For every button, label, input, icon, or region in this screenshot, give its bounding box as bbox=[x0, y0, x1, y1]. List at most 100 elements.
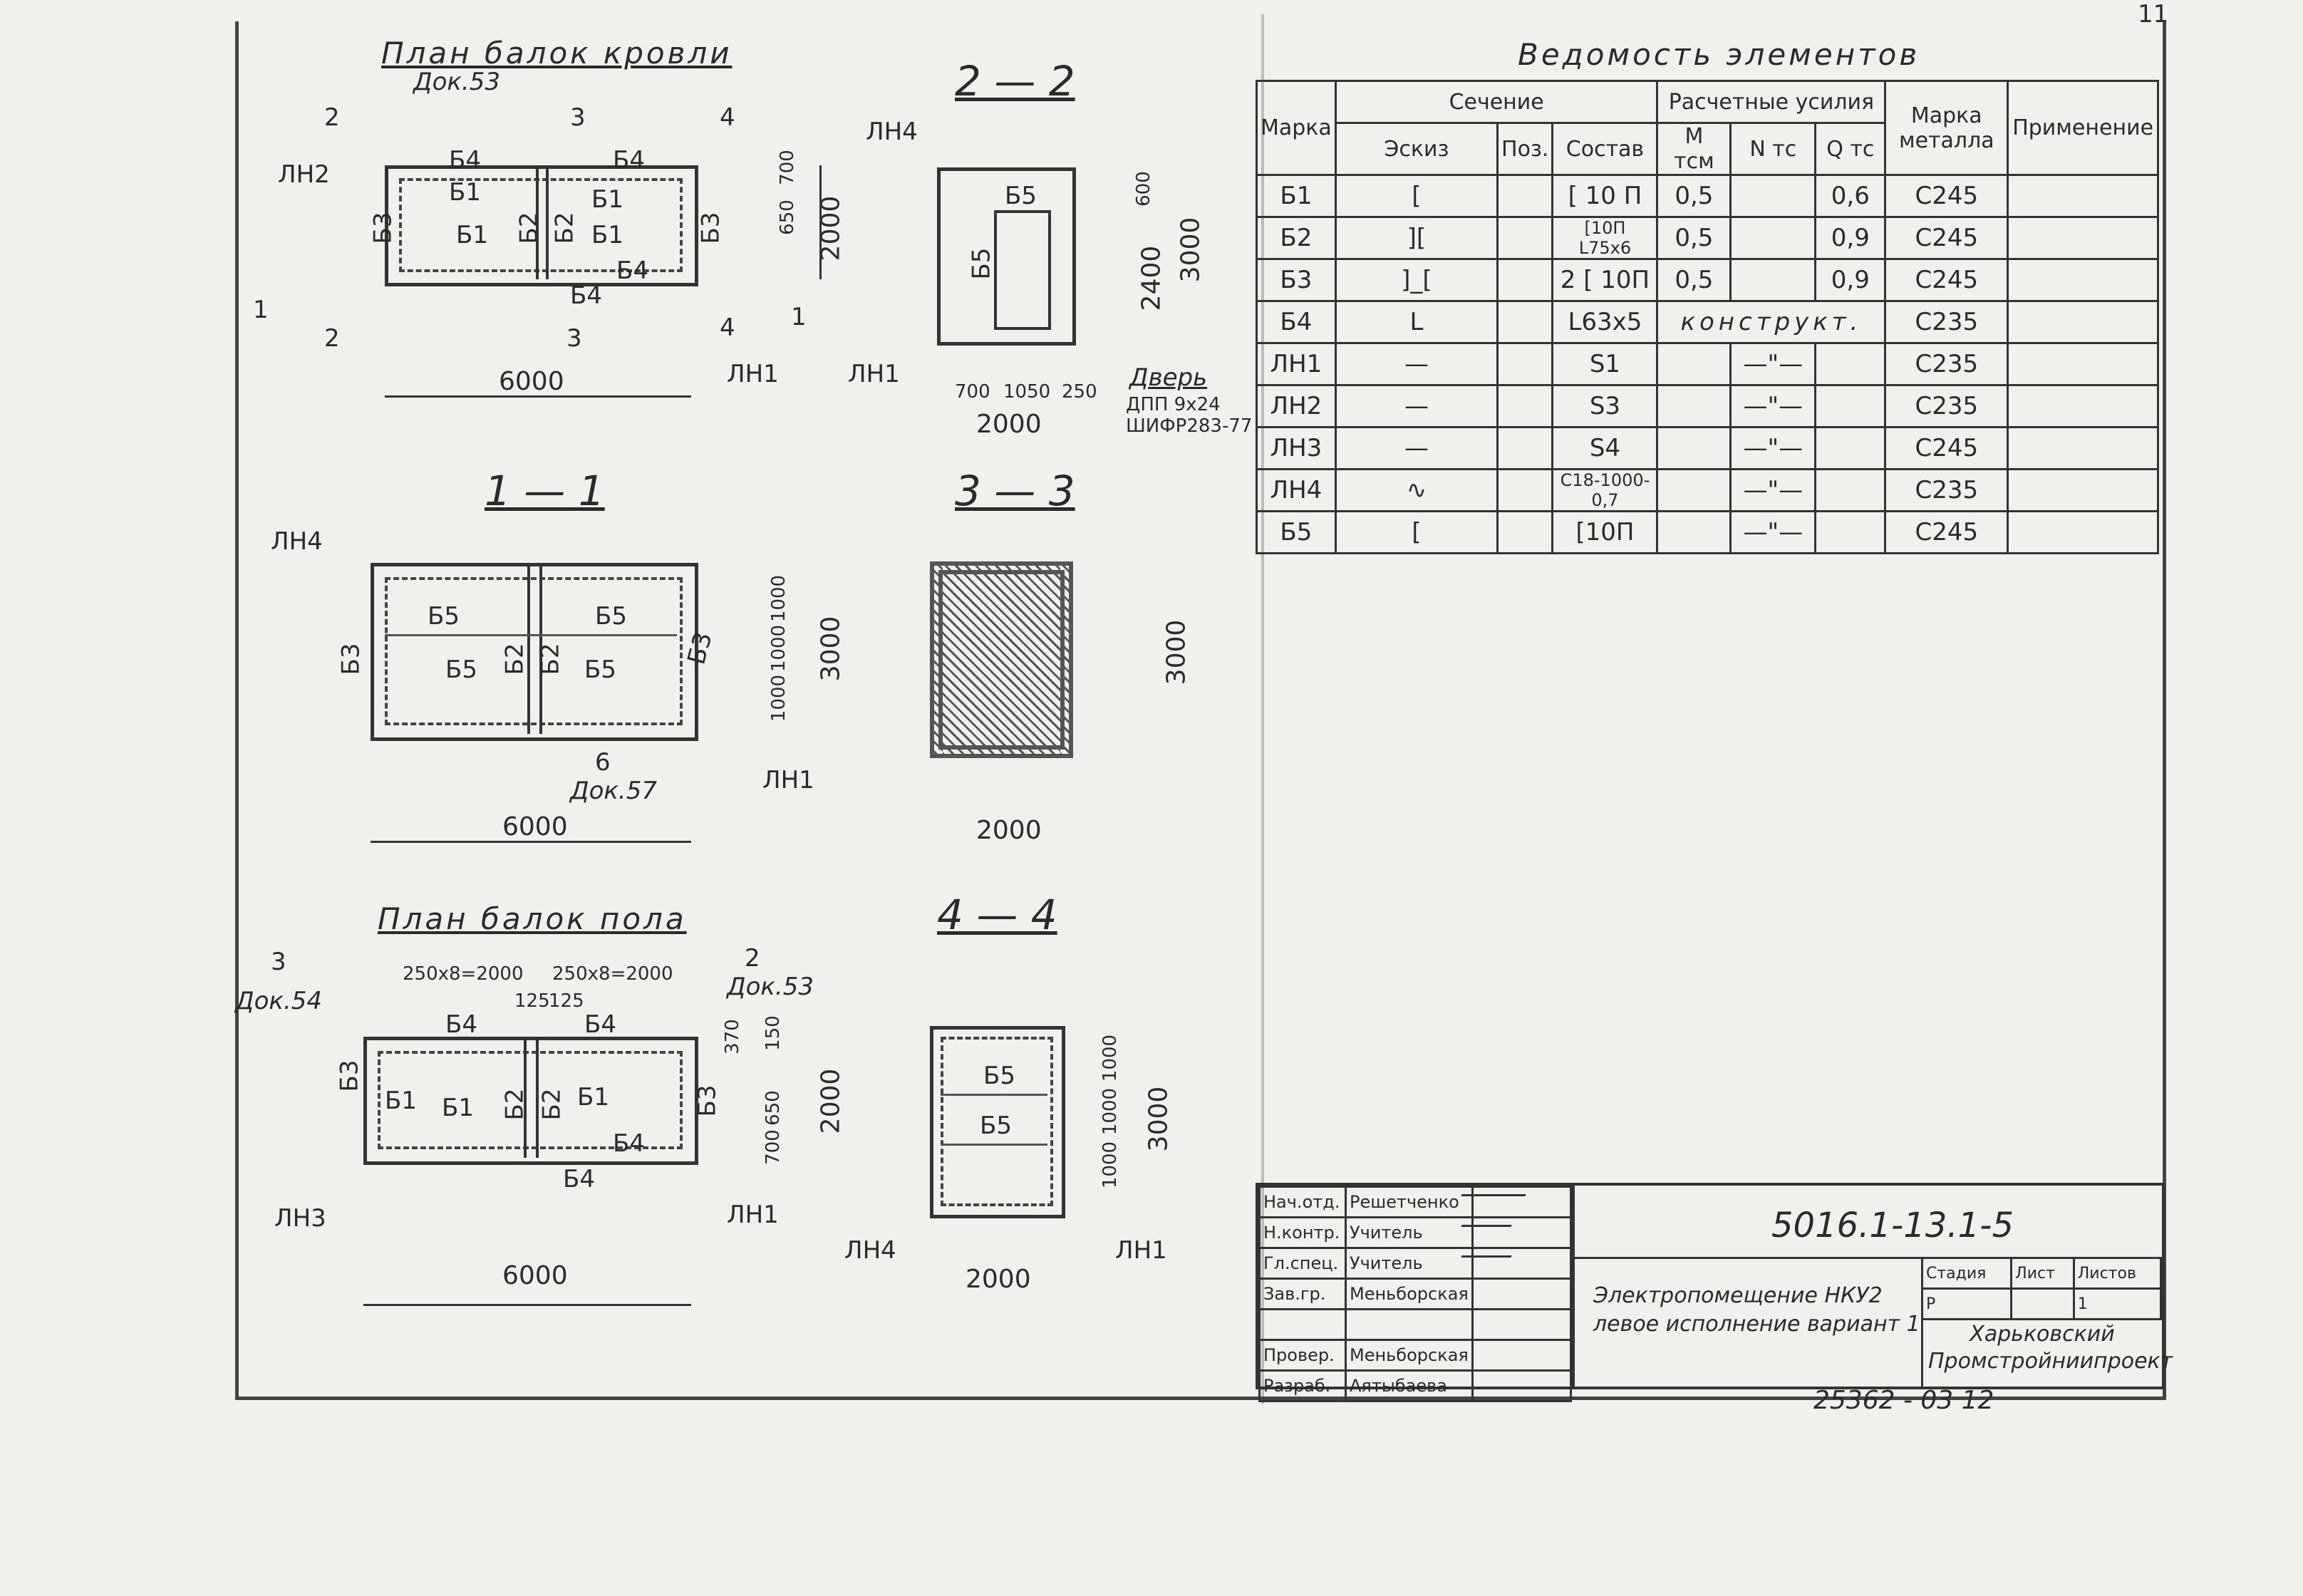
cell-q bbox=[1814, 510, 1887, 554]
cell-m: 0,5 bbox=[1656, 258, 1732, 302]
cell-sketch: L bbox=[1334, 300, 1499, 344]
spec-table: Марка Сечение Расчетные усилия Марка мет… bbox=[1256, 80, 2159, 554]
floor-pitch-right: 250x8=2000 bbox=[552, 963, 673, 985]
table-row: Б2 ][ [10П L75х6 0,5 0,9 С245 bbox=[1256, 216, 2159, 260]
cell-metal: С245 bbox=[1884, 216, 2009, 260]
s11-b3-left: Б3 bbox=[336, 643, 366, 675]
page-number: 11 bbox=[2138, 0, 2169, 28]
cell-mark: Б4 bbox=[1256, 300, 1337, 344]
page-gutter bbox=[1261, 14, 1264, 1404]
floor-b3-left: Б3 bbox=[335, 1059, 364, 1092]
cell-m bbox=[1656, 426, 1732, 470]
cell-mark: ЛН4 bbox=[1256, 468, 1337, 512]
role bbox=[1258, 1308, 1347, 1341]
role: Зав.гр. bbox=[1258, 1278, 1347, 1310]
roof-callout-dok53: Док.53 bbox=[413, 68, 500, 96]
col-section: Сечение bbox=[1334, 80, 1659, 124]
cell-pos bbox=[1496, 342, 1554, 386]
cell-comp: [10П L75х6 bbox=[1551, 216, 1659, 260]
name: Аятыбаева bbox=[1345, 1369, 1474, 1402]
floor-ln1-label: ЛН1 bbox=[727, 1201, 779, 1229]
col-m: М тсм bbox=[1656, 122, 1732, 176]
cell-m: 0,5 bbox=[1656, 216, 1732, 260]
signature-row: Гл.спец.Учитель bbox=[1258, 1247, 1573, 1280]
table-row: Б5 [ [10П —"— С245 bbox=[1256, 510, 2159, 554]
cell-sketch: [ bbox=[1334, 174, 1499, 218]
s11-b2-left: Б2 bbox=[500, 643, 529, 675]
floor-b4-top-right: Б4 bbox=[584, 1010, 616, 1039]
floor-b1-left: Б1 bbox=[385, 1087, 417, 1115]
s44-inner bbox=[941, 1037, 1053, 1206]
roof-cut-1-left: 1 bbox=[253, 296, 269, 324]
role: Разраб. bbox=[1258, 1369, 1347, 1402]
roof-b3-left: Б3 bbox=[368, 212, 398, 244]
s22-dim-250: 250 bbox=[1062, 381, 1097, 403]
roof-b4-top-right: Б4 bbox=[613, 146, 645, 175]
cell-mark: Б1 bbox=[1256, 174, 1337, 218]
roof-b1-mid-right: Б1 bbox=[591, 221, 623, 249]
signature-row: Зав.гр.Меньборская bbox=[1258, 1278, 1573, 1310]
cell-mark: Б5 bbox=[1256, 510, 1337, 554]
s33-dim-2000: 2000 bbox=[976, 816, 1042, 845]
roof-dim-700: 700 bbox=[776, 150, 798, 185]
floor-b4-top-left: Б4 bbox=[445, 1010, 477, 1039]
cell-sketch: [ bbox=[1334, 510, 1499, 554]
roof-cut-2-bottom: 2 bbox=[324, 324, 340, 353]
floor-ln3-label: ЛН3 bbox=[274, 1204, 326, 1233]
cell-m bbox=[1656, 342, 1732, 386]
name bbox=[1345, 1308, 1474, 1341]
floor-callout-dok54: Док.54 bbox=[235, 987, 322, 1015]
s22-dim-600: 600 bbox=[1132, 171, 1154, 207]
cell-n bbox=[1729, 174, 1817, 218]
s11-center-beam bbox=[527, 563, 530, 734]
s33-dim-3000: 3000 bbox=[1161, 619, 1191, 685]
cell-q bbox=[1814, 468, 1887, 512]
cell-n: —"— bbox=[1729, 468, 1817, 512]
floor-pitch-left: 250x8=2000 bbox=[403, 963, 524, 985]
table-row: Б1 [ [ 10 П 0,5 0,6 С245 bbox=[1256, 174, 2159, 218]
signature-row: Провер.Меньборская bbox=[1258, 1339, 1573, 1372]
s11-callout-6: 6 bbox=[595, 748, 611, 777]
col-pos: Поз. bbox=[1496, 122, 1554, 176]
signature-scribble bbox=[1461, 1194, 1526, 1196]
spec-table-title: Ведомость элементов bbox=[1518, 37, 1920, 72]
roof-cut-3-bottom: 3 bbox=[566, 324, 582, 353]
cell-mark: ЛН3 bbox=[1256, 426, 1337, 470]
s44-line-1 bbox=[941, 1094, 1047, 1096]
section-4-4-title: 4 — 4 bbox=[937, 891, 1057, 939]
cell-q bbox=[1814, 384, 1887, 428]
s22-dim-1050: 1050 bbox=[1003, 381, 1051, 403]
name: Меньборская bbox=[1345, 1339, 1474, 1372]
s11-ln4-label: ЛН4 bbox=[271, 527, 323, 556]
s33-insulated-box bbox=[930, 561, 1073, 758]
roof-cut-4-top: 4 bbox=[720, 103, 735, 132]
cell-metal: С245 bbox=[1884, 426, 2009, 470]
roof-b1-top-right: Б1 bbox=[591, 185, 623, 214]
floor-dim-700: 700 bbox=[762, 1129, 784, 1165]
cell-m: конструкт. bbox=[1656, 300, 1887, 344]
name: Меньборская bbox=[1345, 1278, 1474, 1310]
floor-plan-title: План балок пола bbox=[378, 901, 687, 936]
organization: Харьковский Промстройниипроект bbox=[1928, 1322, 2173, 1374]
s22-outline bbox=[937, 167, 1076, 346]
col-forces: Расчетные усилия bbox=[1656, 80, 1887, 124]
section-1-1-title: 1 — 1 bbox=[485, 467, 605, 515]
roof-b3-right: Б3 bbox=[696, 212, 725, 244]
s44-dim-1000-a: 1000 bbox=[1099, 1034, 1122, 1082]
s11-b2-right: Б2 bbox=[536, 643, 565, 675]
cell-usage bbox=[2007, 216, 2159, 260]
s44-ln1-label: ЛН1 bbox=[1115, 1236, 1167, 1265]
roof-cut-1-right: 1 bbox=[791, 303, 807, 331]
cell-pos bbox=[1496, 258, 1554, 302]
s11-center-beam-2 bbox=[539, 563, 542, 734]
sheet-label: Лист bbox=[2010, 1257, 2075, 1290]
cell-sketch: ]_[ bbox=[1334, 258, 1499, 302]
stage-value: Р bbox=[1920, 1287, 2013, 1320]
roof-dim-650: 650 bbox=[776, 200, 798, 235]
table-row: ЛН2 — S3 —"— С235 bbox=[1256, 384, 2159, 428]
roof-cut-2-top: 2 bbox=[324, 103, 340, 132]
cell-pos bbox=[1496, 426, 1554, 470]
s11-b5-mid-left: Б5 bbox=[445, 656, 477, 684]
floor-callout-2: 2 bbox=[745, 944, 760, 973]
floor-callout-3: 3 bbox=[271, 948, 286, 976]
